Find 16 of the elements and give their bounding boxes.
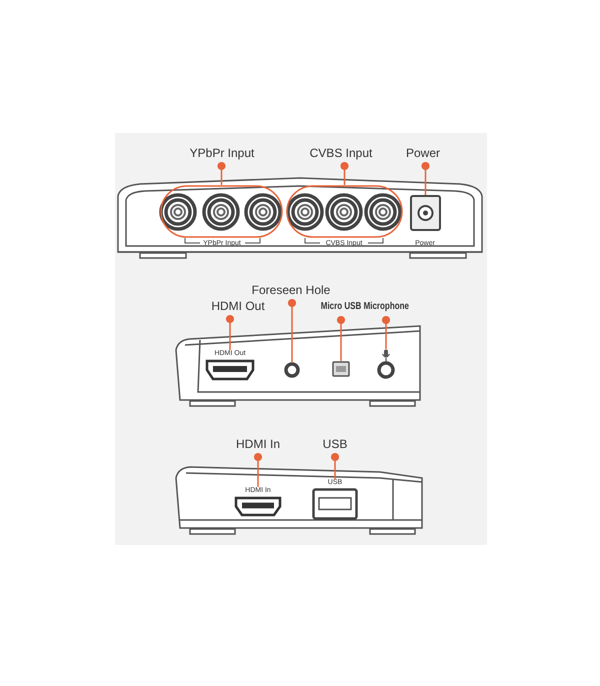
callout-label: Microphone xyxy=(364,300,408,320)
callout-label: HDMI In xyxy=(228,437,288,457)
leader-line xyxy=(421,162,430,195)
leader-line xyxy=(217,162,226,185)
leader-line xyxy=(226,314,234,350)
leader-line xyxy=(336,316,346,361)
leader-line xyxy=(330,452,340,479)
leader-line xyxy=(254,452,262,487)
leader-line xyxy=(340,162,349,185)
callout-label: USB xyxy=(315,437,355,457)
leader-line xyxy=(288,298,296,362)
callout-label: CVBS Input xyxy=(296,146,386,166)
callout-label: Power xyxy=(393,146,453,166)
callout-label: Micro USB xyxy=(319,300,363,320)
callout-label: YPbPr Input xyxy=(177,146,267,166)
leader-line xyxy=(382,316,390,349)
